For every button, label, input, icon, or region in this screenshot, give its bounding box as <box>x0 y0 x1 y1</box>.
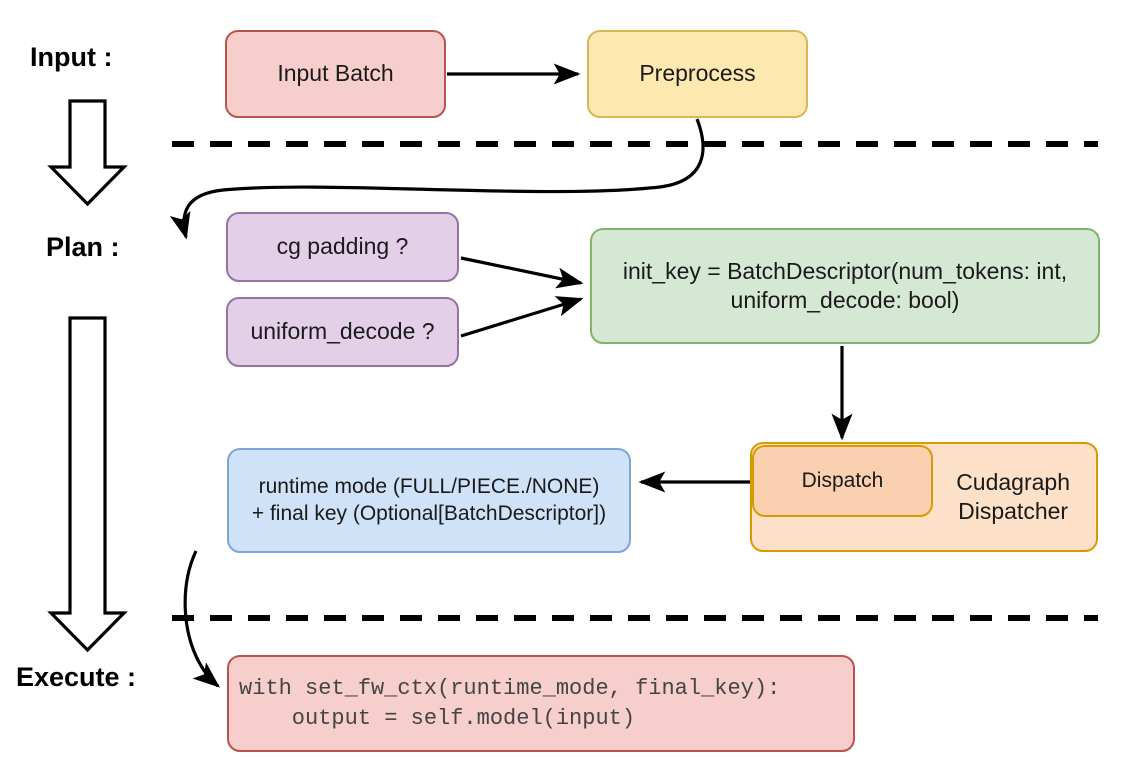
node-uniform-decode[interactable]: uniform_decode ? <box>226 297 459 367</box>
plan-to-execute-arrow <box>47 316 128 653</box>
node-cg-padding-label: cg padding ? <box>276 233 409 260</box>
node-init-key-line2: uniform_decode: bool) <box>730 287 960 313</box>
node-cudagraph-dispatcher-line2: Dispatcher <box>958 498 1069 524</box>
node-cg-padding[interactable]: cg padding ? <box>226 212 459 282</box>
node-runtime-mode-line2: + final key (Optional[BatchDescriptor]) <box>251 501 607 525</box>
node-uniform-decode-label: uniform_decode ? <box>250 318 435 345</box>
node-cudagraph-dispatcher-line1: Cudagraph <box>956 468 1070 495</box>
node-dispatch-label: Dispatch <box>801 468 884 492</box>
node-preprocess-label: Preprocess <box>639 60 756 87</box>
node-init-key-text: init_key = BatchDescriptor(num_tokens: i… <box>623 257 1067 316</box>
edge-runtime-mode-to-code <box>183 550 220 688</box>
edge-cg-padding-to-init-key <box>460 256 584 289</box>
node-code-block[interactable]: with set_fw_ctx(runtime_mode, final_key)… <box>227 655 855 752</box>
node-preprocess[interactable]: Preprocess <box>587 30 808 118</box>
stage-label-input: Input : <box>30 42 113 72</box>
node-input-batch[interactable]: Input Batch <box>225 30 446 118</box>
node-runtime-mode-line1: runtime mode (FULL/PIECE./NONE) <box>258 474 600 498</box>
node-dispatch[interactable]: Dispatch <box>752 445 933 517</box>
node-input-batch-label: Input Batch <box>277 60 394 87</box>
node-code-text: with set_fw_ctx(runtime_mode, final_key)… <box>239 675 781 731</box>
input-to-plan-arrow <box>47 99 128 207</box>
stage-label-plan: Plan : <box>46 232 120 262</box>
edge-uniform-decode-to-init-key <box>460 296 584 338</box>
node-init-key-line1: init_key = BatchDescriptor(num_tokens: i… <box>622 257 1068 284</box>
node-runtime-mode-text: runtime mode (FULL/PIECE./NONE) + final … <box>252 474 606 528</box>
node-cudagraph-dispatcher-text: Cudagraph Dispatcher <box>956 468 1070 527</box>
node-runtime-mode[interactable]: runtime mode (FULL/PIECE./NONE) + final … <box>227 448 631 553</box>
node-init-key[interactable]: init_key = BatchDescriptor(num_tokens: i… <box>590 228 1100 344</box>
stage-label-execute: Execute : <box>16 662 137 692</box>
